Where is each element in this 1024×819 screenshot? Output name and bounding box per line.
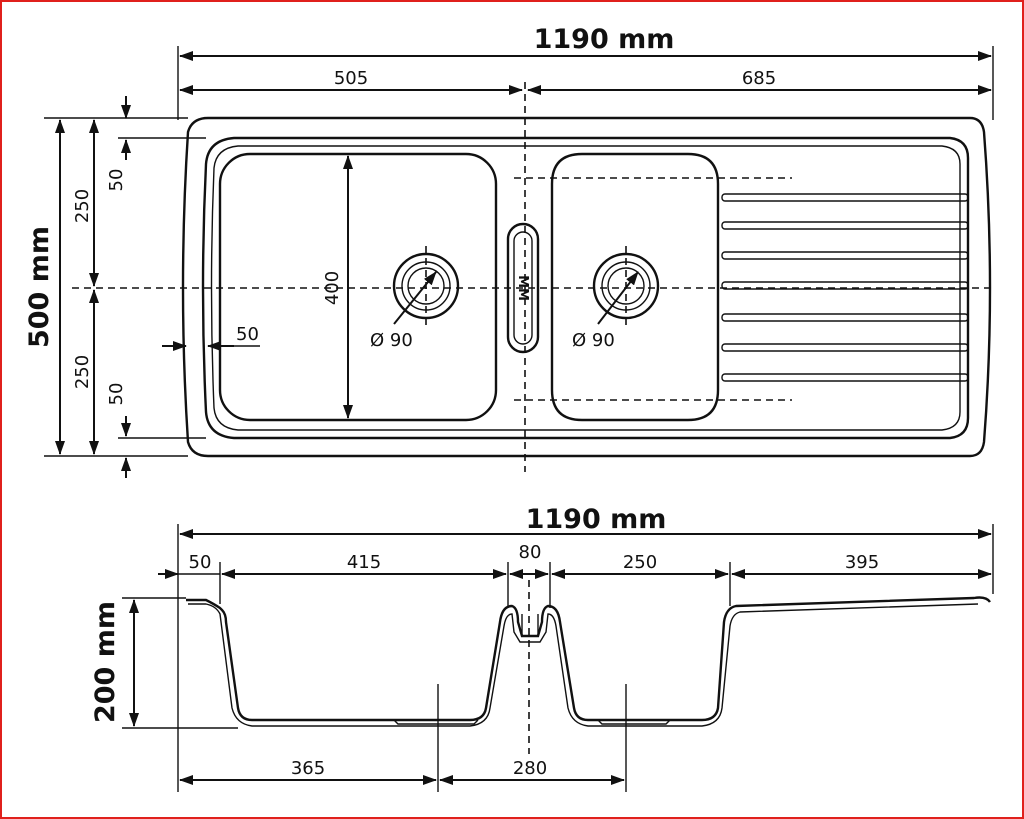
label-total-width: 1190 mm <box>534 24 675 55</box>
sink-profile-outer <box>186 596 991 722</box>
sink-inner-rim <box>201 136 970 440</box>
label-bottom-2: 280 <box>513 758 547 779</box>
label-drain-right: Ø 90 <box>572 330 615 351</box>
drain-bump-right <box>597 719 671 725</box>
label-seg-5: 395 <box>845 552 879 573</box>
label-drain-left: Ø 90 <box>370 330 413 351</box>
label-half-lower: 250 <box>72 355 93 389</box>
top-view: 1190 mm 505 685 MM <box>24 24 994 478</box>
label-margin-bottom: 50 <box>106 383 127 406</box>
label-side-depth: 200 mm <box>90 601 121 723</box>
drainboard-grooves <box>721 193 969 382</box>
sink-profile-inner <box>188 603 979 727</box>
sink-outer-rim <box>181 116 992 458</box>
right-drain <box>592 246 660 328</box>
left-bowl <box>218 152 498 422</box>
left-drain <box>392 246 460 328</box>
label-seg-1: 50 <box>189 552 212 573</box>
label-bowl-height: 400 <box>322 271 343 305</box>
label-width-left: 505 <box>334 68 368 89</box>
label-bottom-1: 365 <box>291 758 325 779</box>
side-view: 1190 mm 50 415 80 250 395 200 mm 365 <box>90 504 994 792</box>
label-margin-top: 50 <box>106 169 127 192</box>
label-margin-side: 50 <box>236 324 259 345</box>
label-total-depth: 500 mm <box>24 226 55 348</box>
sink-inner-rim-2 <box>210 145 961 431</box>
label-seg-4: 250 <box>623 552 657 573</box>
label-half-upper: 250 <box>72 189 93 223</box>
label-width-right: 685 <box>742 68 776 89</box>
label-seg-3: 80 <box>519 542 542 563</box>
drain-bump-left <box>393 719 479 725</box>
label-side-total-width: 1190 mm <box>526 504 667 535</box>
right-bowl <box>550 152 720 422</box>
label-seg-2: 415 <box>347 552 381 573</box>
